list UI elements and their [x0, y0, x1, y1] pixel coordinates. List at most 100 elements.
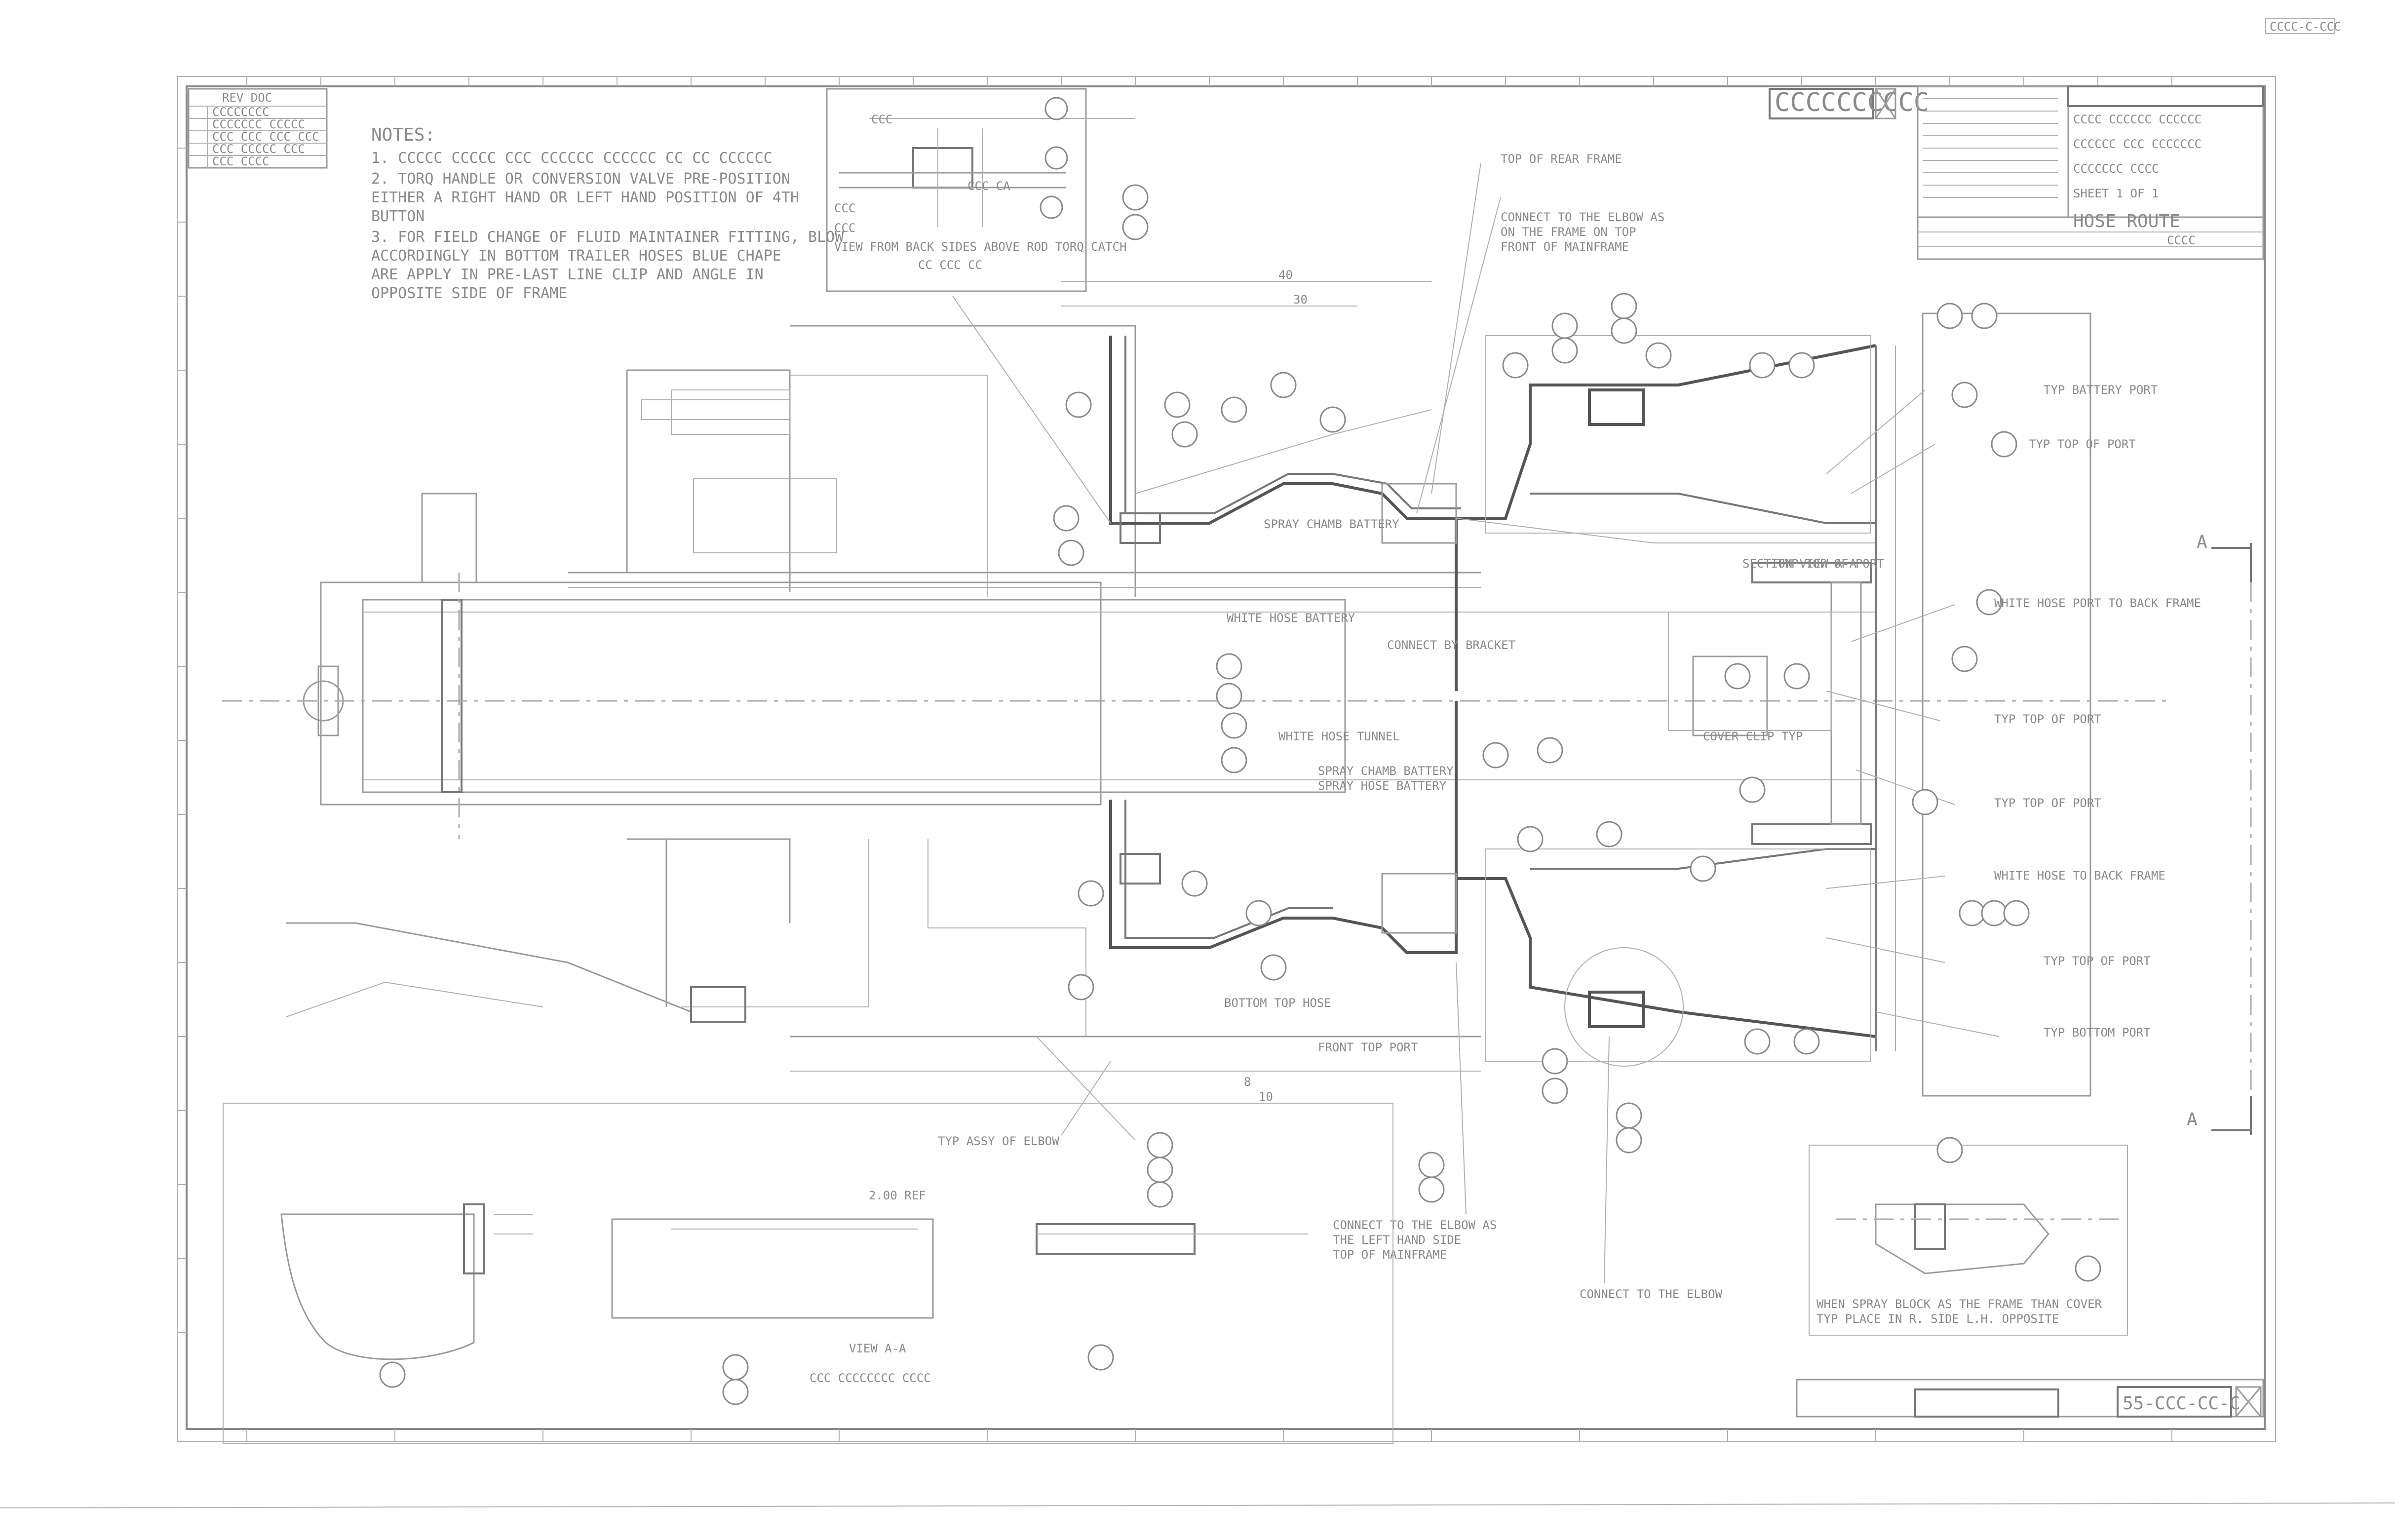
lower-structure [286, 838, 1481, 1072]
callout-text: THE LEFT HAND SIDE [1333, 1233, 1461, 1247]
zone-ticks-left [178, 148, 187, 1333]
detail-label: CCC CA [967, 179, 1010, 193]
detail-label: CCC [834, 221, 855, 235]
detail-sub: CCC CCCCCCCC CCCC [810, 1371, 931, 1385]
hose-routing-upper [1109, 335, 1876, 691]
note-line: EITHER A RIGHT HAND OR LEFT HAND POSITIO… [371, 189, 799, 206]
callout-text: TOP OF MAINFRAME [1333, 1248, 1447, 1262]
callout-text: WHITE HOSE TUNNEL [1278, 730, 1400, 743]
note-line: ARE APPLY IN PRE-LAST LINE CLIP AND ANGL… [371, 266, 764, 283]
callout-text: CONNECT BY BRACKET [1387, 638, 1515, 652]
drawing-outer-border [177, 76, 2276, 1442]
callout-text: CONNECT TO THE ELBOW [1580, 1287, 1723, 1301]
note-line: 1. CCCCC CCCCC CCC CCCCCC CCCCCC CC CC C… [371, 150, 773, 167]
svg-text:A: A [2187, 1110, 2198, 1130]
elbow-fitting-upper [1381, 483, 1457, 544]
section-mark-bottom: A [2187, 1096, 2252, 1135]
callout-text: FRONT TOP PORT [1318, 1040, 1418, 1054]
callout-text: TYP TOP OF PORT [1994, 796, 2101, 810]
main-frame-assembly [222, 493, 2172, 839]
callouts-right-group: TYP BATTERY PORT TYP TOP OF PORT WHITE H… [1703, 383, 2201, 1040]
drawing-border [186, 85, 2266, 1430]
detail-caption: VIEW FROM BACK SIDES ABOVE ROD TORQ CATC… [834, 240, 1126, 254]
detail-label: CCC [834, 201, 855, 215]
revision-row: CCCCCCCC [212, 105, 270, 119]
title-block-id: CCCCCCCCCC [1775, 88, 1929, 117]
hose-routing-lower [1109, 701, 1876, 1067]
title-line: HOSE ROUTE [2073, 211, 2180, 231]
callout-text: TYP BATTERY PORT [2044, 383, 2158, 397]
detail-label: CCC [871, 113, 892, 126]
note-line: ACCORDINGLY IN BOTTOM TRAILER HOSES BLUE… [371, 247, 781, 265]
zone-ticks-top [246, 77, 2172, 86]
title-sheet: SHEET 1 OF 1 [2073, 187, 2159, 200]
callout-text: SECTION VIEW A-A [1742, 557, 1857, 571]
sheet-id-bottom: 55-CCC-CC-C [2123, 1393, 2240, 1414]
balloon-callouts [1053, 184, 2030, 1208]
right-frame-detail [1922, 312, 2091, 1097]
note-line: BUTTON [371, 208, 425, 225]
leader-lines [952, 162, 2000, 1284]
callout-text: TYP BOTTOM PORT [2044, 1026, 2151, 1040]
detail-sub: TYP PLACE IN R. SIDE L.H. OPPOSITE [1816, 1312, 2059, 1326]
upper-structure [568, 325, 1481, 597]
callout-text: TYP TOP OF PORT [1777, 557, 1884, 571]
callout-text: WHITE HOSE PORT TO BACK FRAME [1994, 596, 2201, 610]
bottom-title-block: 55-CCC-CC-C [1796, 1379, 2264, 1418]
callout-text: TYP ASSY OF ELBOW [938, 1134, 1059, 1148]
detail-caption: WHEN SPRAY BLOCK AS THE FRAME THAN COVER [1816, 1297, 2102, 1311]
title-line: CCCCCC CCC CCCCCCC [2073, 137, 2202, 151]
revision-row: CCC CCC CCC CCC [212, 130, 319, 144]
valve-block-lower [1120, 853, 1161, 885]
title-line: CCCC CCCCCC CCCCCC [2073, 113, 2202, 126]
note-line: OPPOSITE SIDE OF FRAME [371, 285, 567, 302]
revision-row: CCC CCCC [212, 154, 270, 168]
note-line: 3. FOR FIELD CHANGE OF FLUID MAINTAINER … [371, 229, 844, 246]
detail-view-top: CCC CCC CA CCC CCC VIEW FROM BACK SIDES … [826, 88, 1135, 292]
svg-text:A: A [2197, 532, 2207, 552]
callouts-left-group: TYP ASSY OF ELBOW SPRAY CHAMB BATTERY WH… [938, 517, 1723, 1301]
svg-text:30: 30 [1293, 293, 1308, 307]
callout-text: SPRAY CHAMB BATTERY [1318, 764, 1454, 778]
valve-block-upper [1120, 512, 1161, 544]
callout-text: TYP TOP OF PORT [1994, 712, 2101, 726]
callout-text: SPRAY HOSE BATTERY [1318, 779, 1447, 793]
detail-view-bottom: 2.00 REF VIEW A-A CCC CCCCCCCC CCCC [223, 1103, 1393, 1444]
sheet-id-box [2265, 18, 2335, 34]
callout-text: CONNECT TO THE ELBOW AS [1333, 1218, 1497, 1232]
callout-text: CONNECT TO THE ELBOW AS [1501, 210, 1664, 224]
zone-ticks-bottom [246, 1429, 2172, 1441]
callout-text: ON THE FRAME ON TOP [1501, 225, 1636, 239]
notes-block: NOTES: 1. CCCCC CCCCC CCC CCCCCC CCCCCC … [371, 125, 844, 302]
callout-text: COVER CLIP TYP [1703, 730, 1803, 743]
svg-text:8: 8 [1244, 1075, 1251, 1089]
note-line: 2. TORQ HANDLE OR CONVERSION VALVE PRE-P… [371, 170, 790, 188]
revision-row: CCC CCCCC CCC [212, 142, 305, 156]
right-shaft [1668, 346, 1896, 1051]
notes-heading: NOTES: [371, 125, 435, 145]
section-mark-top: A [2197, 532, 2252, 582]
title-block: CCCCCCCCCC CCCC CCCCCC CCCCCC CCCCCC CCC… [1769, 85, 2264, 260]
callout-text: TOP OF REAR FRAME [1501, 152, 1622, 166]
svg-text:10: 10 [1259, 1090, 1273, 1104]
revision-row: CCCCCCC CCCCC [212, 117, 305, 131]
revision-header: REV DOC [222, 91, 272, 105]
detail-sub: CC CCC CC [918, 258, 982, 272]
dimensions: 40 30 10 8 [1061, 268, 1431, 1104]
callout-text: TYP TOP OF PORT [2044, 954, 2151, 968]
callout-text: TYP TOP OF PORT [2029, 437, 2136, 451]
title-scale: CCCC [2167, 233, 2196, 247]
elbow-fitting-lower [1381, 873, 1457, 934]
callout-text: SPRAY CHAMB BATTERY [1264, 517, 1399, 531]
detail-caption: VIEW A-A [849, 1342, 906, 1355]
svg-text:40: 40 [1278, 268, 1293, 282]
dimension-ref: 2.00 REF [869, 1189, 926, 1202]
page-edge [0, 1502, 2395, 1508]
sheet-id-top: CCCC-C-CCC [2270, 20, 2341, 34]
revision-block: REV DOC CCCCCCCC CCCCCCC CCCCC CCC CCC C… [188, 88, 328, 169]
callout-text: BOTTOM TOP HOSE [1224, 996, 1331, 1010]
title-line: CCCCCCC CCCC [2073, 162, 2159, 176]
callouts-center-group: TOP OF REAR FRAME CONNECT TO THE ELBOW A… [1278, 152, 1857, 1262]
